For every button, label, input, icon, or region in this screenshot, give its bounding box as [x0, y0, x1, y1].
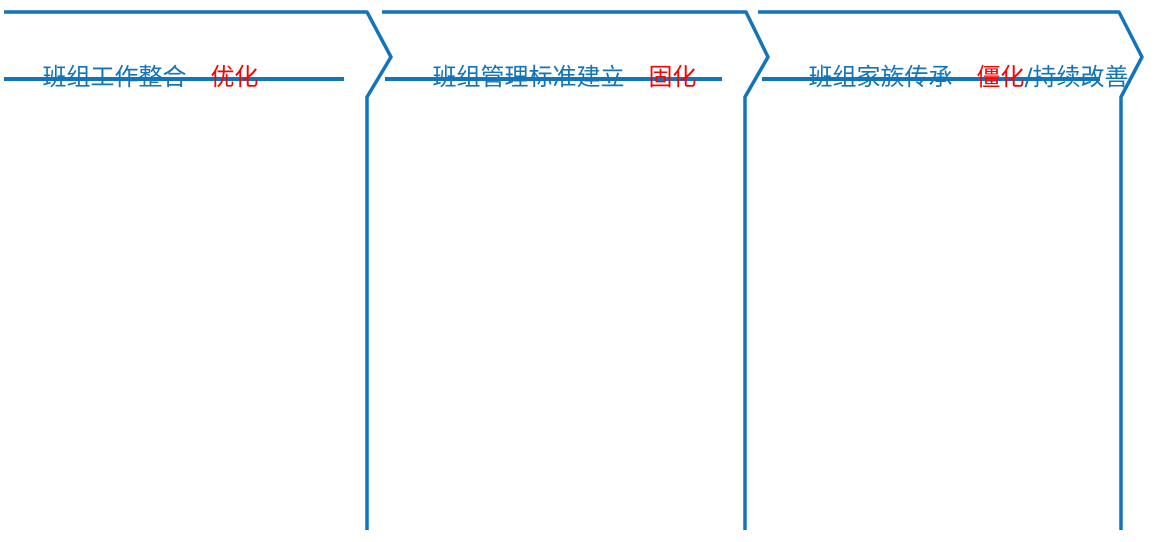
banner-2-chevron-outline: [382, 10, 770, 530]
banner-2-separator: -: [624, 63, 649, 91]
banner-3-title-text: 班组家族传承: [808, 63, 953, 91]
banner-3-chevron-outline: [758, 10, 1144, 530]
banner-3-suffix-text: /持续改善: [1024, 63, 1129, 91]
banner-1-highlight-text: 优化: [210, 63, 259, 91]
banner-1-chevron-outline: [4, 10, 393, 530]
banner-2-header: 班组管理标准建立 - 固化: [402, 37, 697, 118]
banner-3-highlight-text: 僵化: [976, 63, 1025, 91]
banner-1-separator: -: [186, 63, 211, 91]
banner-2-highlight-text: 固化: [648, 63, 697, 91]
banner-1-title-text: 班组工作整合: [42, 63, 187, 91]
banner-1-header: 班组工作整合 - 优化: [12, 37, 259, 118]
banner-3-separator: -: [952, 63, 977, 91]
banner-2-title-text: 班组管理标准建立: [432, 63, 625, 91]
banner-3-header: 班组家族传承 - 僵化/持续改善: [778, 37, 1129, 118]
